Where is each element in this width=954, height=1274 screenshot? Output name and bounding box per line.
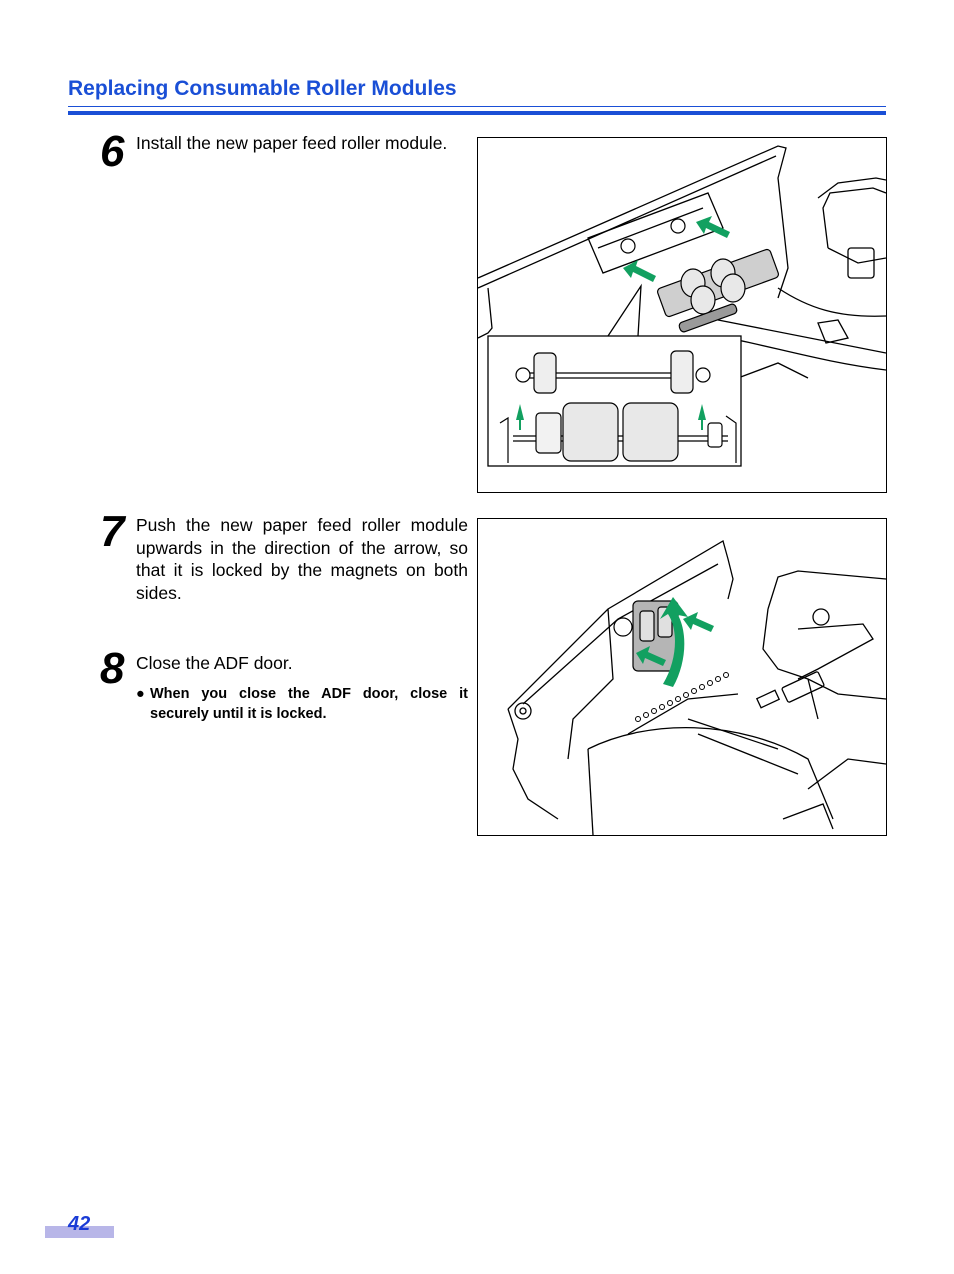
header-rule-thin	[68, 106, 886, 107]
step-7-text: Push the new paper feed roller module up…	[136, 515, 468, 603]
page-number-tab	[45, 1226, 114, 1238]
scanner-push-illustration	[507, 540, 886, 835]
step-8-note: ● When you close the ADF door, close it s…	[136, 684, 468, 724]
step-7-number: 7	[100, 507, 125, 556]
page-number: 42	[68, 1213, 91, 1235]
step-8-number: 8	[100, 644, 125, 693]
figure-push-roller	[477, 518, 887, 836]
step-6-number: 6	[100, 127, 125, 176]
figure-install-roller	[477, 137, 887, 493]
section-title: Replacing Consumable Roller Modules	[68, 77, 457, 100]
step-6-text: Install the new paper feed roller module…	[136, 133, 448, 153]
step-8-note-text: When you close the ADF door, close it se…	[150, 686, 468, 722]
header-rule-thick	[68, 111, 886, 115]
step-8-text: Close the ADF door.	[136, 653, 293, 673]
bullet-icon: ●	[136, 686, 145, 702]
scanner-install-illustration	[478, 145, 886, 467]
